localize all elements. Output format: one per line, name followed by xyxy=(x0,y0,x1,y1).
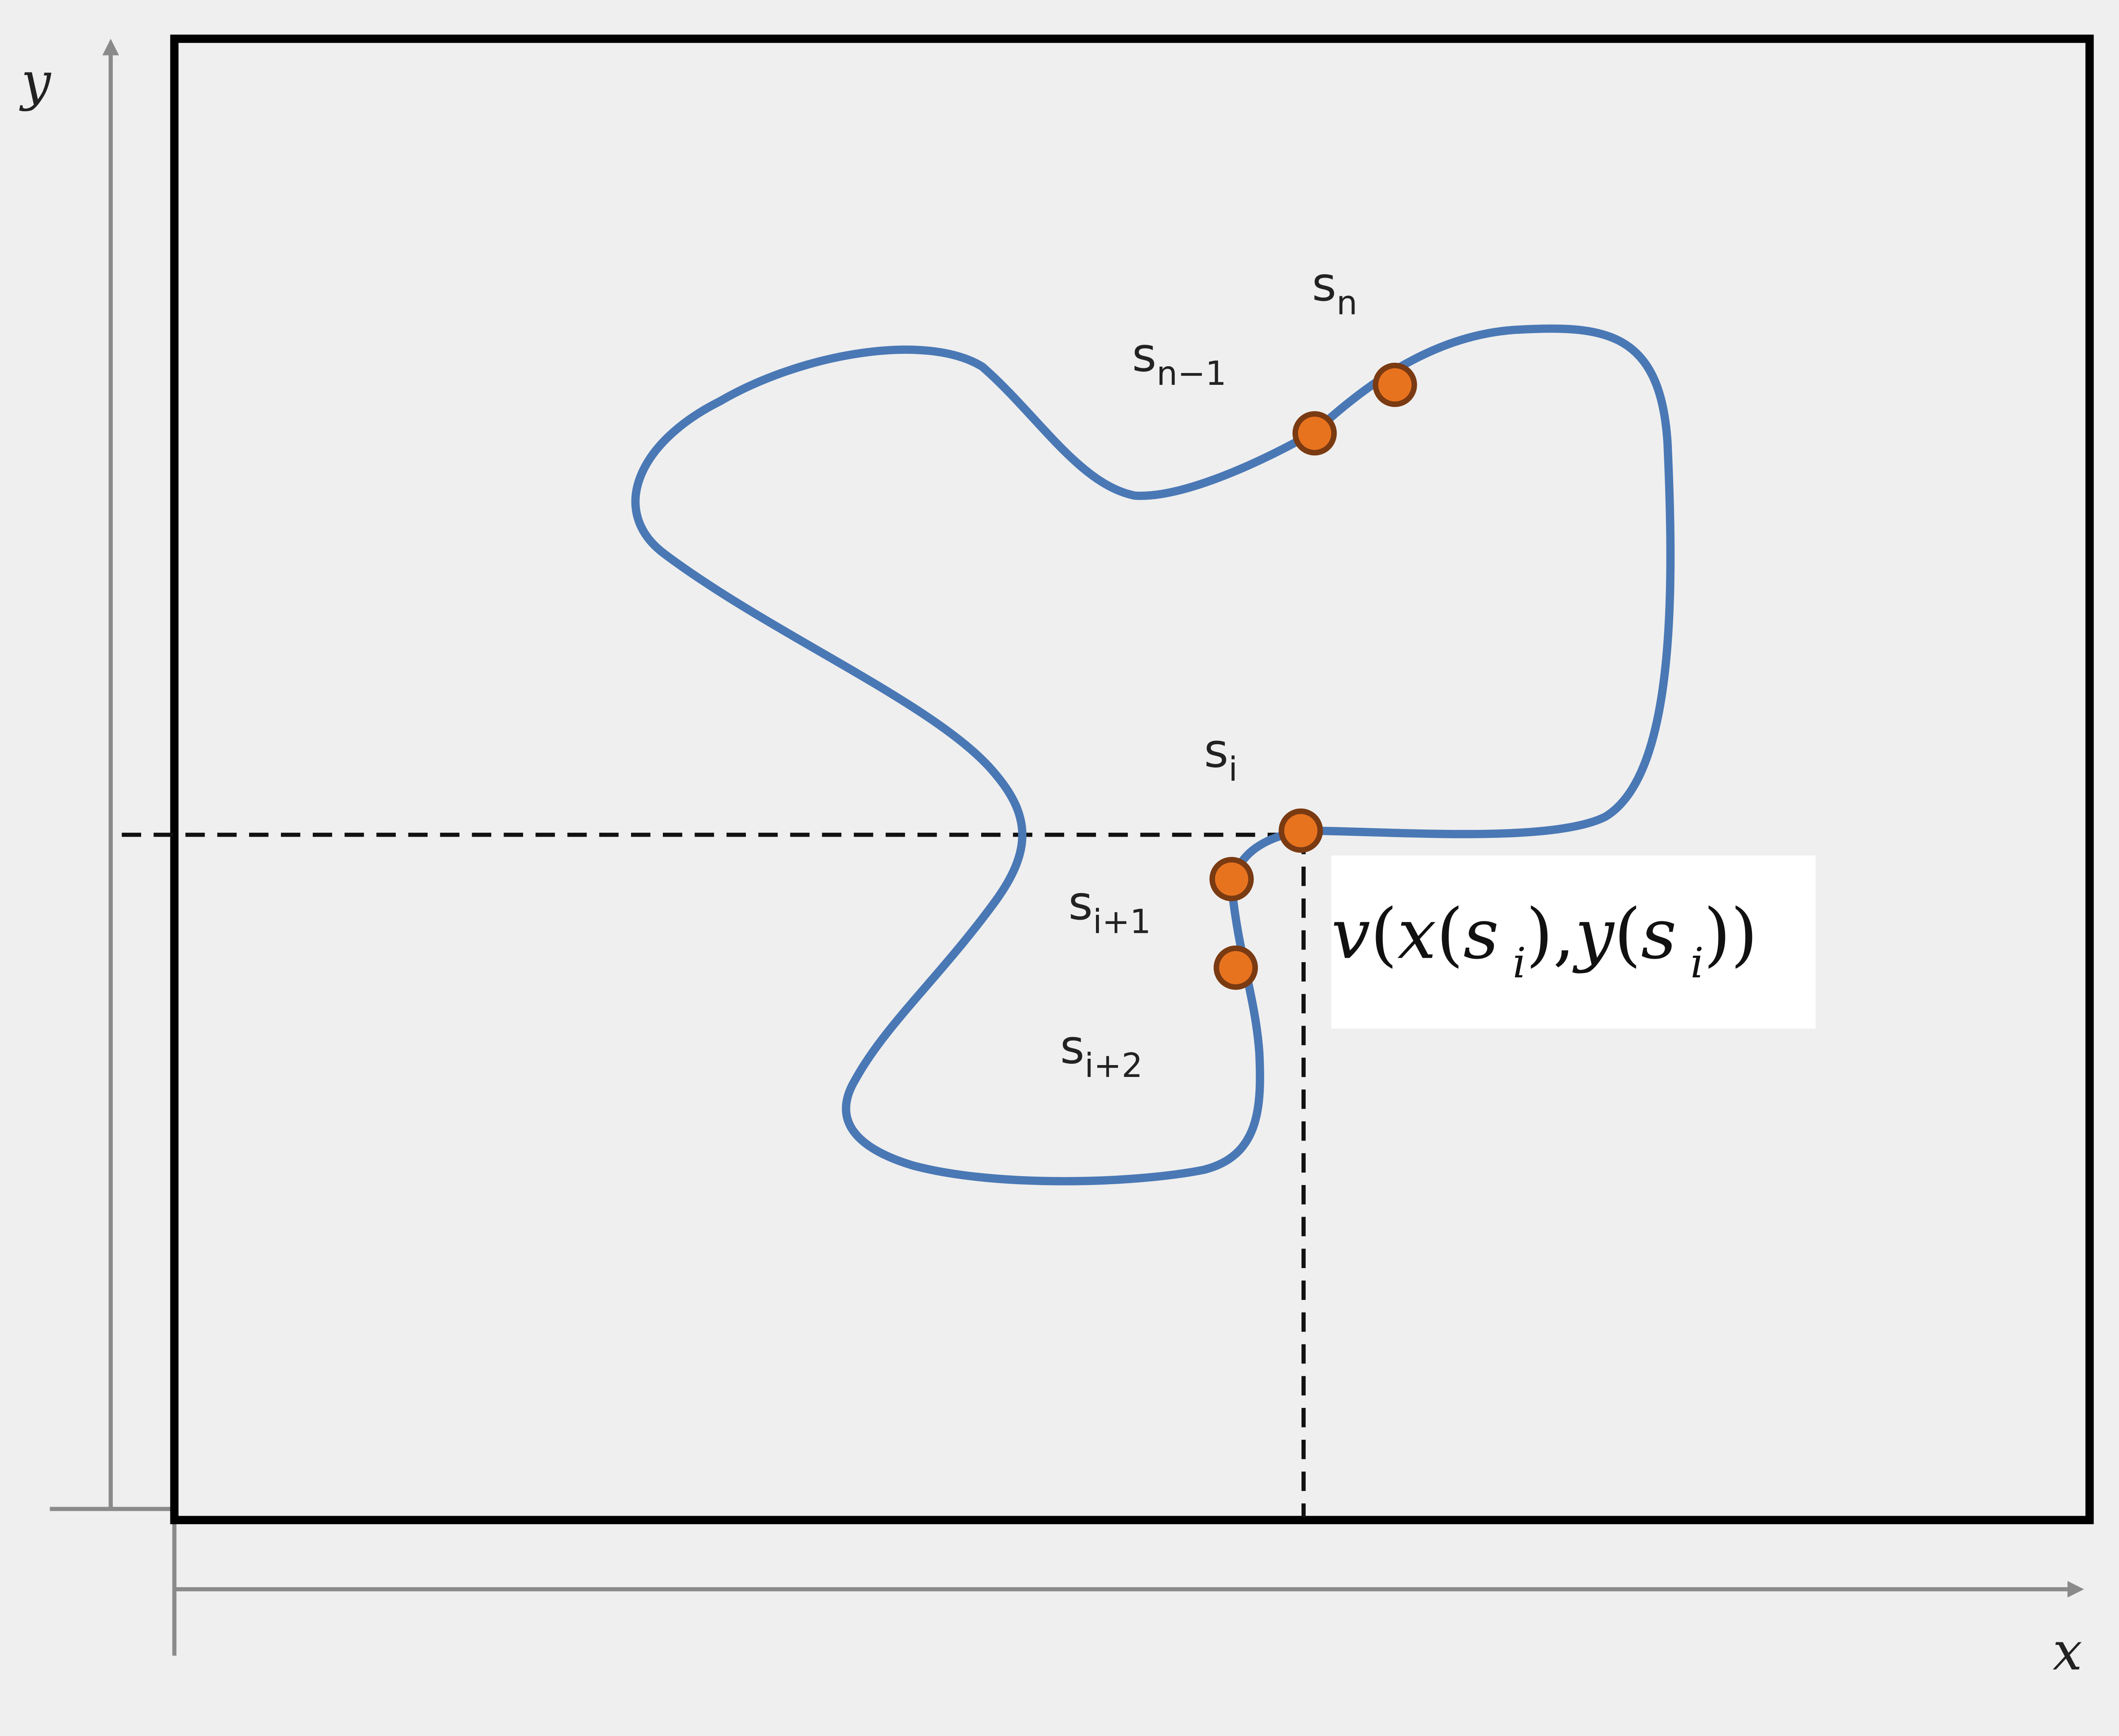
point-s-i-plus-1 xyxy=(1209,857,1254,901)
label-s-i-plus-2-base: s xyxy=(1060,1020,1085,1075)
point-s-i xyxy=(1279,808,1323,853)
label-s-i-sub: i xyxy=(1229,750,1238,789)
snake-contour xyxy=(631,324,1675,1185)
label-s-n-minus-1-sub: n−1 xyxy=(1157,354,1226,393)
vertex-label-s1: s xyxy=(1463,893,1499,974)
label-s-i-plus-1: si+1 xyxy=(1068,876,1151,941)
vertex-label-x: x xyxy=(1397,893,1436,974)
vertex-label-open3: ( xyxy=(1614,893,1641,974)
x-axis-label: x xyxy=(2052,1621,2082,1682)
vertex-label-v: v xyxy=(1331,893,1370,974)
vertex-label-open1: ( xyxy=(1370,893,1397,974)
label-s-n-base: s xyxy=(1312,257,1337,312)
label-s-n-sub: n xyxy=(1336,284,1357,322)
point-s-n-minus-1 xyxy=(1292,411,1337,456)
y-axis-label: y xyxy=(19,51,52,112)
label-s-n-minus-1: sn−1 xyxy=(1132,328,1226,393)
label-s-n: sn xyxy=(1312,257,1357,323)
image-frame xyxy=(170,34,2094,1525)
label-s-i-plus-2-sub: i+2 xyxy=(1085,1046,1143,1085)
vertex-label-close1: ), xyxy=(1526,893,1575,974)
vertex-label-i2: i xyxy=(1691,939,1704,988)
vertex-label-i1: i xyxy=(1513,939,1526,988)
point-s-i-plus-2 xyxy=(1213,945,1258,990)
vertex-label-y: y xyxy=(1572,893,1615,974)
label-s-i-plus-1-sub: i+1 xyxy=(1093,903,1151,941)
label-s-n-minus-1-base: s xyxy=(1132,328,1157,382)
label-s-i: si xyxy=(1204,724,1238,789)
label-s-i-plus-2: si+2 xyxy=(1060,1020,1143,1085)
vertex-label-open2: ( xyxy=(1436,893,1463,974)
label-s-i-base: s xyxy=(1204,724,1229,779)
label-s-i-plus-1-base: s xyxy=(1068,876,1093,931)
vertex-label-box xyxy=(1331,855,1816,1029)
vertex-label-s2: s xyxy=(1641,893,1677,974)
point-s-n xyxy=(1373,362,1417,407)
vertex-label-close2: )) xyxy=(1704,893,1757,974)
